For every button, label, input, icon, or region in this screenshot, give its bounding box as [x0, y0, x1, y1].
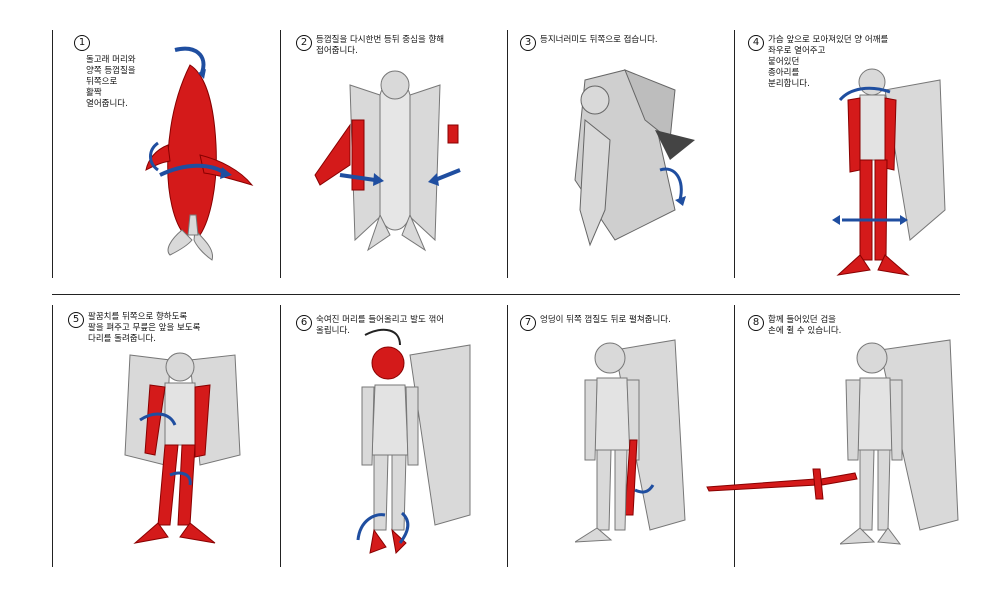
figure-hip-shell: [575, 330, 695, 560]
panel-divider: [734, 305, 735, 567]
panel-divider: [507, 30, 508, 278]
panel-divider: [280, 30, 281, 278]
panel-divider: [52, 30, 53, 278]
step-text: 가슴 앞으로 모아져있던 양 어깨를 좌우로 열어주고 붙어있던 종아리를 분리…: [768, 35, 889, 89]
figure-folded-fins: [555, 60, 705, 260]
figure-shoulders-open: [830, 60, 950, 285]
step-number: 5: [68, 312, 84, 328]
step-text: 함께 들어있던 검을 손에 쥘 수 있습니다.: [768, 315, 842, 336]
step-text: 엉덩이 뒤쪽 껍질도 뒤로 펼쳐줍니다.: [540, 315, 671, 325]
sword-icon: [705, 465, 865, 505]
step-text: 등껍질을 다시한번 등뒤 중심을 향해 접어줍니다.: [316, 35, 445, 56]
figure-head-up: [350, 325, 480, 565]
figure-back-shells: [310, 65, 480, 265]
panel-divider: [734, 30, 735, 278]
dolphin-figure: [140, 45, 260, 275]
step-7: 7 엉덩이 뒤쪽 껍질도 뒤로 펼쳐줍니다.: [520, 315, 671, 331]
step-text: 팔꿈치를 뒤쪽으로 향하도록 팔을 펴주고 무릎은 앞을 보도록 다리를 돌려줍…: [88, 312, 201, 344]
step-text: 숙여진 머리를 들어올리고 발도 꺾어 올립니다.: [316, 315, 445, 336]
step-number: 8: [748, 315, 764, 331]
figure-arms-legs: [110, 345, 250, 555]
row-divider: [52, 294, 960, 295]
step-number: 6: [296, 315, 312, 331]
step-number: 3: [520, 35, 536, 51]
step-number: 7: [520, 315, 536, 331]
step-3: 3 등지너러미도 뒤쪽으로 접습니다.: [520, 35, 658, 51]
panel-divider: [280, 305, 281, 567]
step-text: 등지너러미도 뒤쪽으로 접습니다.: [540, 35, 658, 45]
step-number: 4: [748, 35, 764, 51]
figure-final: [840, 330, 970, 560]
step-number: 2: [296, 35, 312, 51]
panel-divider: [507, 305, 508, 567]
panel-divider: [52, 305, 53, 567]
step-number: 1: [74, 35, 90, 51]
step-1: 1 돌고래 머리와 양쪽 등껍질을 뒤쪽으로 활짝 열어줍니다.: [74, 35, 136, 110]
step-text: 돌고래 머리와 양쪽 등껍질을 뒤쪽으로 활짝 열어줍니다.: [86, 55, 136, 109]
